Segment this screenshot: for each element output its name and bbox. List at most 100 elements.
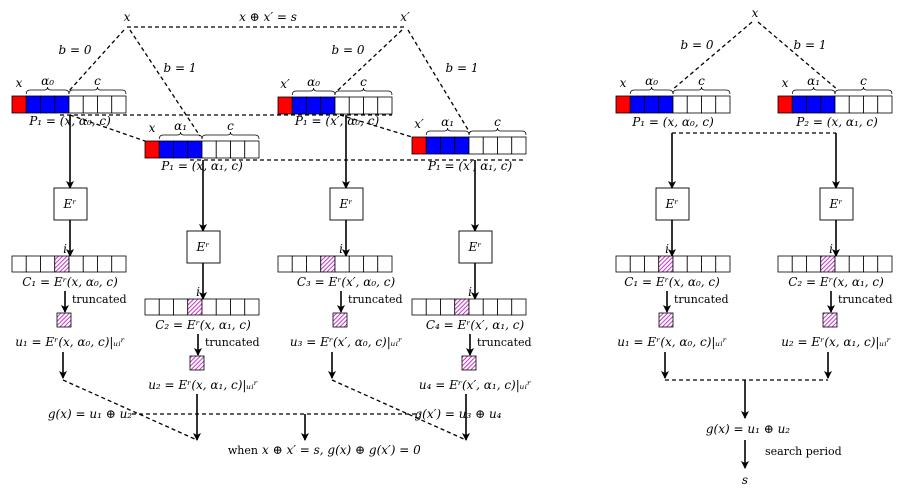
truncated-bit	[332, 312, 348, 328]
index-i-label: i	[829, 242, 833, 256]
register-alpha-label: α₀	[41, 74, 54, 88]
b1-label: b = 1	[794, 38, 827, 52]
output-label: u₂ = Eʳ(x, α₁, c)|ᵤᵢʳ	[781, 335, 891, 349]
register-cell	[806, 95, 822, 114]
register-cell	[863, 95, 879, 114]
register-cell	[158, 140, 174, 159]
register-cell	[187, 140, 203, 159]
encryption-label: Eʳ	[196, 240, 210, 254]
register-cell	[201, 140, 217, 159]
register-cell	[230, 140, 246, 159]
dashed-connector	[407, 29, 471, 134]
register-cell	[454, 136, 470, 155]
g-x-label: g(x) = u₁ ⊕ u₂	[706, 422, 790, 436]
register-x-label: x	[16, 76, 23, 90]
truncated-label: truncated	[348, 293, 403, 306]
register-c-label: c	[227, 119, 234, 133]
search-period-label: search period	[765, 445, 842, 458]
hatched-bit-cell	[54, 255, 70, 273]
alpha-brace	[25, 86, 70, 95]
encryption-box	[53, 187, 88, 221]
ciphertext-cell	[40, 255, 56, 273]
register-c-label: c	[360, 75, 367, 89]
output-label: u₄ = Eʳ(x′, α₁, c)|ᵤᵢʳ	[419, 378, 531, 392]
dashed-connector	[671, 21, 753, 91]
register-cell	[440, 136, 456, 155]
register-x-label: x	[782, 76, 789, 90]
ciphertext-label: C₃ = Eʳ(x′, α₀, c)	[297, 275, 396, 289]
output-label: u₁ = Eʳ(x, α₀, c)|ᵤᵢʳ	[617, 335, 727, 349]
root-xprime-label: x′	[400, 10, 410, 24]
register-cell	[468, 136, 484, 155]
ciphertext-cell	[715, 255, 731, 273]
ciphertext-cell	[777, 255, 793, 273]
register-cell	[82, 95, 98, 114]
ciphertext-cell	[144, 298, 160, 316]
ciphertext-cell	[334, 255, 350, 273]
encryption-box	[458, 230, 493, 264]
register-cell	[244, 140, 260, 159]
register-cell	[306, 96, 322, 115]
ciphertext-cell	[791, 255, 807, 273]
ciphertext-cell	[82, 255, 98, 273]
register-cell	[848, 95, 864, 114]
c-brace	[834, 86, 893, 95]
ciphertext-cell	[701, 255, 717, 273]
register-cell	[111, 95, 127, 114]
register-cell	[68, 95, 84, 114]
c-brace	[468, 127, 527, 136]
output-label: u₂ = Eʳ(x, α₁, c)|ᵤᵢʳ	[148, 378, 258, 392]
register-cell	[644, 95, 660, 114]
truncated-label: truncated	[674, 293, 729, 306]
b1-label: b = 1	[446, 61, 479, 75]
register-cell	[701, 95, 717, 114]
truncated-label: truncated	[838, 293, 893, 306]
index-i-label: i	[339, 242, 343, 256]
register-cell	[497, 136, 513, 155]
truncated-bit	[189, 355, 205, 371]
register-cell	[425, 136, 441, 155]
register-cell	[334, 96, 350, 115]
alpha-brace	[629, 86, 674, 95]
ciphertext-cell	[68, 255, 84, 273]
register-cell	[11, 95, 27, 114]
plaintext-label-4: P₁ = (x′, α₁, c)	[427, 159, 513, 173]
plaintext-label-2: P₁ = (x, α₁, c)	[160, 159, 243, 173]
ciphertext-cell	[425, 298, 441, 316]
plaintext-label-3: P₁ = (x′, α₀, c)	[294, 114, 380, 128]
truncated-bit	[461, 355, 477, 371]
register-cell	[40, 95, 56, 114]
encryption-label: Eʳ	[468, 240, 482, 254]
conclusion-when-label: when	[228, 444, 258, 457]
hatched-bit-cell	[320, 255, 336, 273]
truncated-label: truncated	[72, 293, 127, 306]
register-cell	[820, 95, 836, 114]
register-x-label: x′	[280, 77, 290, 91]
ciphertext-cell	[863, 255, 879, 273]
ciphertext-cell	[363, 255, 379, 273]
ciphertext-cell	[11, 255, 27, 273]
register-cell	[173, 140, 189, 159]
encryption-label: Eʳ	[665, 197, 679, 211]
ciphertext-cell	[482, 298, 498, 316]
register-cell	[54, 95, 70, 114]
truncated-bit	[56, 312, 72, 328]
register-c-label: c	[860, 74, 867, 88]
register-alpha-label: α₁	[807, 74, 820, 88]
register-cell	[615, 95, 631, 114]
ciphertext-cell	[291, 255, 307, 273]
c-brace	[68, 86, 127, 95]
ciphertext-cell	[511, 298, 527, 316]
b0-label: b = 0	[59, 43, 92, 57]
hatched-bit-cell	[454, 298, 470, 316]
index-i-label: i	[63, 242, 67, 256]
ciphertext-cell	[468, 298, 484, 316]
plaintext-label-1: P₁ = (x, α₀, c)	[631, 115, 714, 129]
dashed-connector	[62, 379, 198, 441]
alpha-brace	[425, 127, 470, 136]
g-x-label: g(x) = u₁ ⊕ u₂	[48, 407, 132, 421]
ciphertext-cell	[877, 255, 893, 273]
ciphertext-cell	[377, 255, 393, 273]
ciphertext-cell	[201, 298, 217, 316]
